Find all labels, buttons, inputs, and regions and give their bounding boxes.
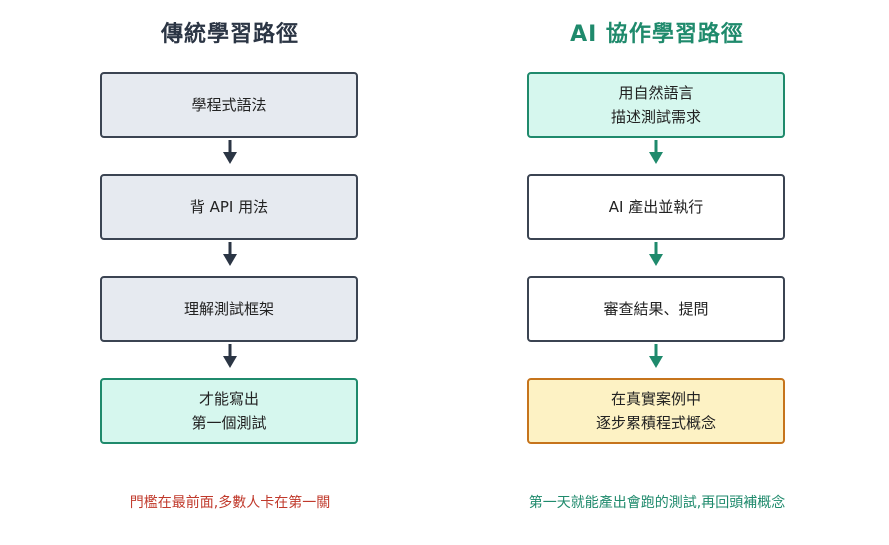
- right-step-1: 用自然語言 描述測試需求: [527, 72, 785, 138]
- right-arrow-2: [649, 242, 663, 266]
- left-step-1: 學程式語法: [100, 72, 358, 138]
- left-step-4: 才能寫出 第一個測試: [100, 378, 358, 444]
- right-step-4: 在真實案例中 逐步累積程式概念: [527, 378, 785, 444]
- right-step-2: AI 產出並執行: [527, 174, 785, 240]
- right-arrow-1: [649, 140, 663, 164]
- right-step-3: 審查結果、提問: [527, 276, 785, 342]
- left-step-2: 背 API 用法: [100, 174, 358, 240]
- left-step-3: 理解測試框架: [100, 276, 358, 342]
- left-arrow-3: [223, 344, 237, 368]
- left-arrow-1: [223, 140, 237, 164]
- left-arrow-2: [223, 242, 237, 266]
- left-note: 門檻在最前面,多數人卡在第一關: [129, 495, 331, 511]
- left-column-title: 傳統學習路徑: [160, 22, 299, 47]
- right-note: 第一天就能產出會跑的測試,再回頭補概念: [528, 495, 786, 511]
- right-column-title: AI 協作學習路徑: [570, 22, 744, 47]
- right-arrow-3: [649, 344, 663, 368]
